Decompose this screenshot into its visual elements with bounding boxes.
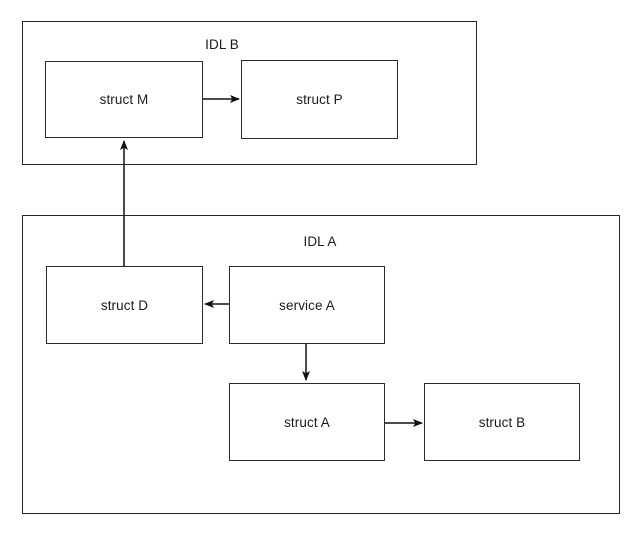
container-idl-a-label: IDL A xyxy=(303,234,337,249)
node-struct-m[interactable]: struct M xyxy=(45,61,203,138)
node-struct-a[interactable]: struct A xyxy=(229,383,385,461)
node-struct-d-label: struct D xyxy=(100,297,149,313)
container-idl-b-label: IDL B xyxy=(205,37,239,52)
node-struct-a-label: struct A xyxy=(284,414,330,430)
node-struct-d[interactable]: struct D xyxy=(46,266,203,344)
node-struct-b-label: struct B xyxy=(478,414,526,430)
node-struct-m-label: struct M xyxy=(99,92,149,107)
node-struct-p-label: struct P xyxy=(296,92,343,107)
node-service-a[interactable]: service A xyxy=(229,266,385,344)
node-service-a-label: service A xyxy=(279,297,335,313)
node-struct-b[interactable]: struct B xyxy=(424,383,580,461)
node-struct-p[interactable]: struct P xyxy=(241,60,398,139)
container-idl-a[interactable] xyxy=(22,215,620,514)
container-idl-b[interactable] xyxy=(22,21,477,165)
